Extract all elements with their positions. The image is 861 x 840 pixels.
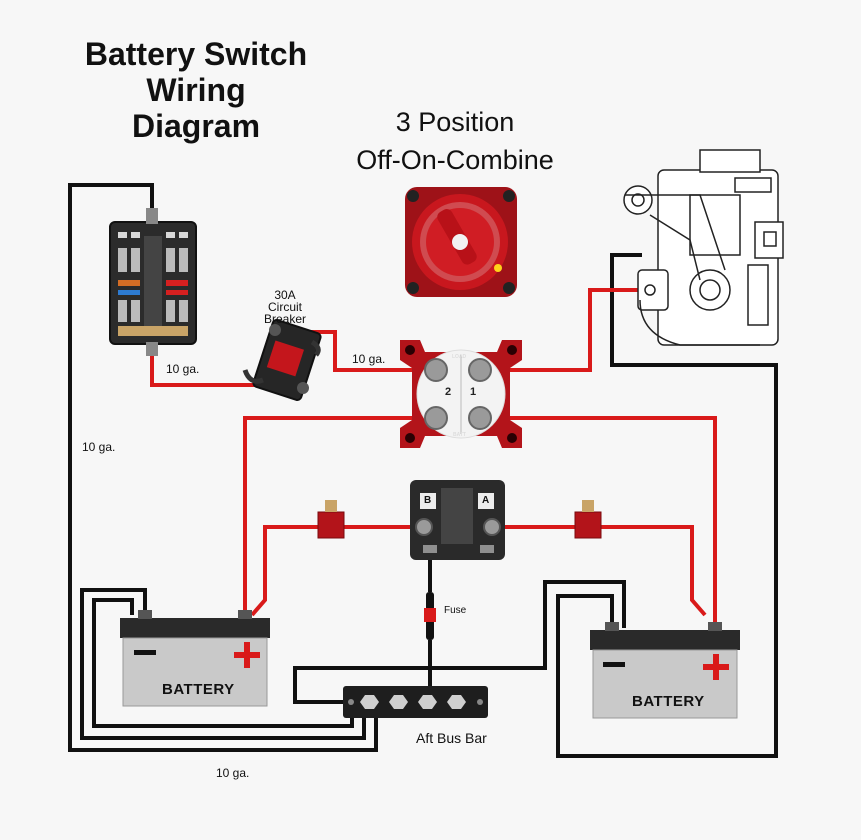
inline-fuses <box>317 500 602 539</box>
switch-title-line-1: 3 Position <box>395 107 515 137</box>
diagram-title-line-1: Battery Switch <box>84 36 308 72</box>
switch-batt-label: BATT <box>453 432 466 438</box>
wire-switch-to-engine <box>480 288 648 372</box>
wire-fuseblock-to-busbar <box>68 183 378 752</box>
breaker-label-line-3: Breaker <box>263 312 307 326</box>
combiner-a-label: A <box>482 495 490 506</box>
diagram-title-line-3: Diagram <box>131 108 261 144</box>
battery-switch <box>400 340 522 448</box>
combiner-b-label: B <box>424 495 432 506</box>
bus-bar <box>343 686 488 718</box>
left-battery-label: BATTERY <box>162 681 235 698</box>
wire-switch2-to-left-battery <box>243 416 435 615</box>
engine <box>623 149 784 346</box>
wire-combiner-to-right-battery <box>492 525 707 617</box>
rotary-switch <box>405 187 517 297</box>
right-battery-label: BATTERY <box>632 693 705 710</box>
center-fuse <box>424 592 436 640</box>
right-battery <box>590 622 740 719</box>
wire-left-battery-negative-b <box>92 598 354 728</box>
switch-position-1: 1 <box>470 386 477 398</box>
bus-bar-label: Aft Bus Bar <box>416 730 487 746</box>
fuse-label: Fuse <box>444 605 467 616</box>
combiner-relay <box>410 480 505 560</box>
switch-position-2: 2 <box>445 386 452 398</box>
gauge-label-left: 10 ga. <box>82 440 116 454</box>
wire-combiner-to-left-battery <box>250 525 420 617</box>
positive-wires <box>150 288 717 625</box>
fuse-block <box>109 208 197 356</box>
wire-right-battery-to-busbar <box>293 580 626 704</box>
gauge-label-breaker: 10 ga. <box>352 352 386 366</box>
switch-load-label: LOAD <box>452 354 467 360</box>
circuit-breaker <box>242 319 322 401</box>
wire-switch1-to-right-battery <box>480 416 717 625</box>
breaker-label-line-2: Circuit <box>267 300 302 314</box>
gauge-label-fuseblock: 10 ga. <box>166 362 200 376</box>
breaker-label-line-1: 30A <box>274 288 296 302</box>
gauge-label-bottom: 10 ga. <box>216 766 250 780</box>
switch-title-line-2: Off-On-Combine <box>356 145 554 175</box>
wire-left-battery-negative-a <box>80 588 366 740</box>
left-battery <box>120 610 270 707</box>
negative-wires <box>68 183 778 758</box>
diagram-title-line-2: Wiring <box>146 72 246 108</box>
wire-fuseblock-to-breaker <box>150 345 258 387</box>
wire-breaker-to-switch <box>305 330 435 372</box>
